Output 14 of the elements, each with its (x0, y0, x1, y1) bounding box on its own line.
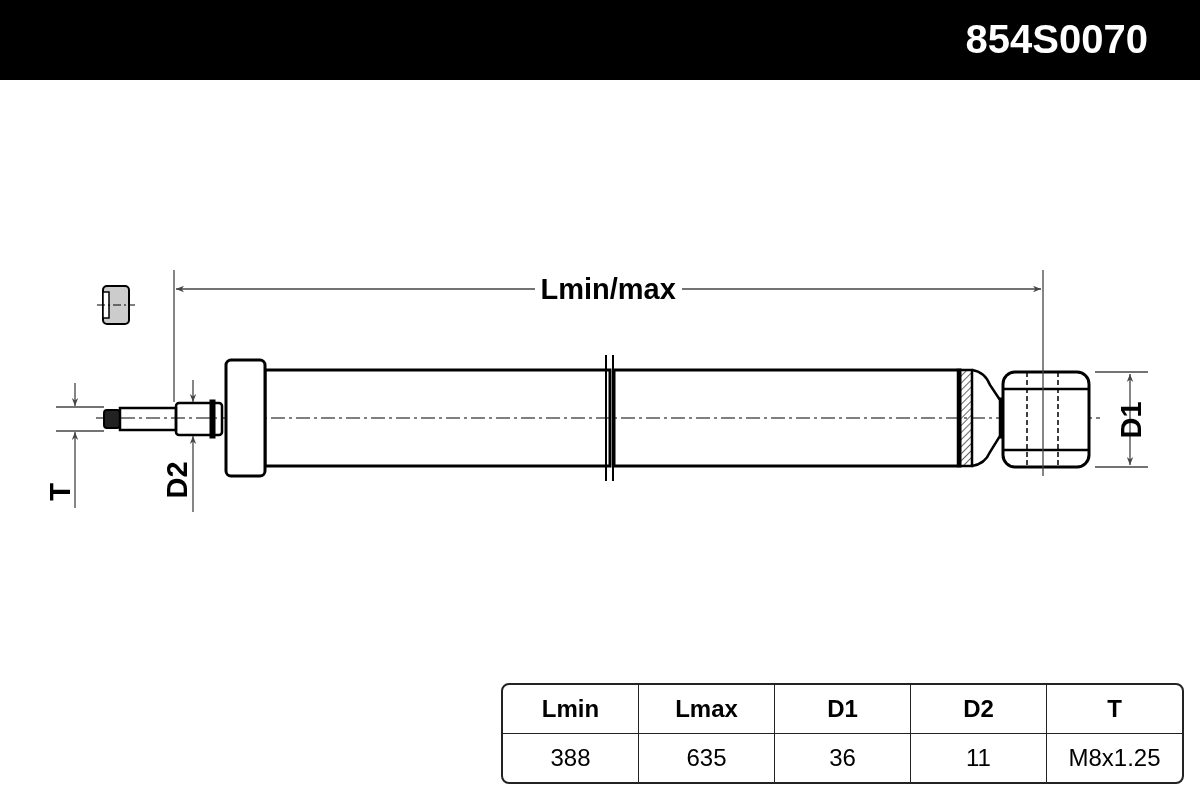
table-cell: 11 (911, 734, 1047, 782)
dimension-label: D2 (160, 461, 193, 499)
part-number: 854S0070 (965, 16, 1148, 63)
column-header: D1 (775, 685, 911, 734)
table-cell: 635 (639, 734, 775, 782)
table-cell-text: M8x1.25 (1067, 743, 1162, 773)
column-header: Lmin (503, 685, 639, 734)
column-header: D2 (911, 685, 1047, 734)
table-cell: 388 (503, 734, 639, 782)
column-header: Lmax (639, 685, 775, 734)
column-header: T (1047, 685, 1182, 734)
dimension-label: T (43, 483, 76, 501)
table-cell: 36 (775, 734, 911, 782)
dimension-label: D1 (1114, 401, 1147, 439)
